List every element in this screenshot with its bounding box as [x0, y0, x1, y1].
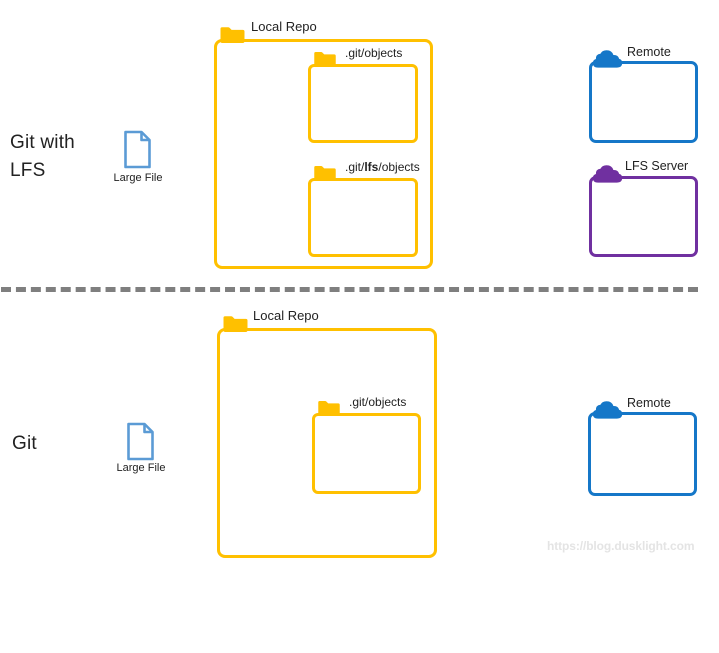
remote-label-lfs: Remote — [627, 45, 671, 59]
large-file-label: Large File — [116, 462, 166, 474]
folder-icon — [318, 400, 340, 416]
folder-icon — [314, 165, 336, 181]
git-objects-box-git — [312, 413, 421, 494]
section-title-git: Git — [12, 433, 37, 454]
local-repo-label-git: Local Repo — [253, 308, 319, 323]
git-lfs-objects-box — [308, 178, 418, 257]
remote-label-git: Remote — [627, 396, 671, 410]
local-repo-label-lfs: Local Repo — [251, 19, 317, 34]
git-lfs-objects-label-bold: lfs — [364, 160, 379, 174]
cloud-icon — [592, 50, 623, 68]
git-lfs-objects-label-pre: .git/ — [345, 160, 365, 174]
remote-box-git — [588, 412, 697, 496]
section-divider — [1, 287, 698, 292]
git-lfs-objects-label: .git/lfs/objects — [345, 160, 420, 174]
folder-icon — [220, 27, 245, 43]
git-lfs-objects-label-post: /objects — [378, 160, 420, 174]
large-file-document-icon — [127, 422, 154, 461]
cloud-icon — [592, 165, 623, 183]
lfs-server-box — [589, 176, 698, 257]
git-objects-label-lfs: .git/objects — [345, 46, 403, 60]
git-objects-label-git: .git/objects — [349, 395, 407, 409]
remote-box-lfs — [589, 61, 698, 143]
folder-icon — [223, 316, 248, 332]
lfs-server-label: LFS Server — [625, 159, 689, 173]
git-objects-box-lfs — [308, 64, 418, 143]
large-file-document-icon — [124, 130, 151, 169]
folder-icon — [314, 51, 336, 67]
watermark-url: https://blog.dusklight.com — [547, 539, 695, 553]
cloud-icon — [592, 401, 623, 419]
section-title-git-with-lfs: Git with LFS — [10, 132, 75, 181]
large-file-label: Large File — [113, 172, 163, 184]
